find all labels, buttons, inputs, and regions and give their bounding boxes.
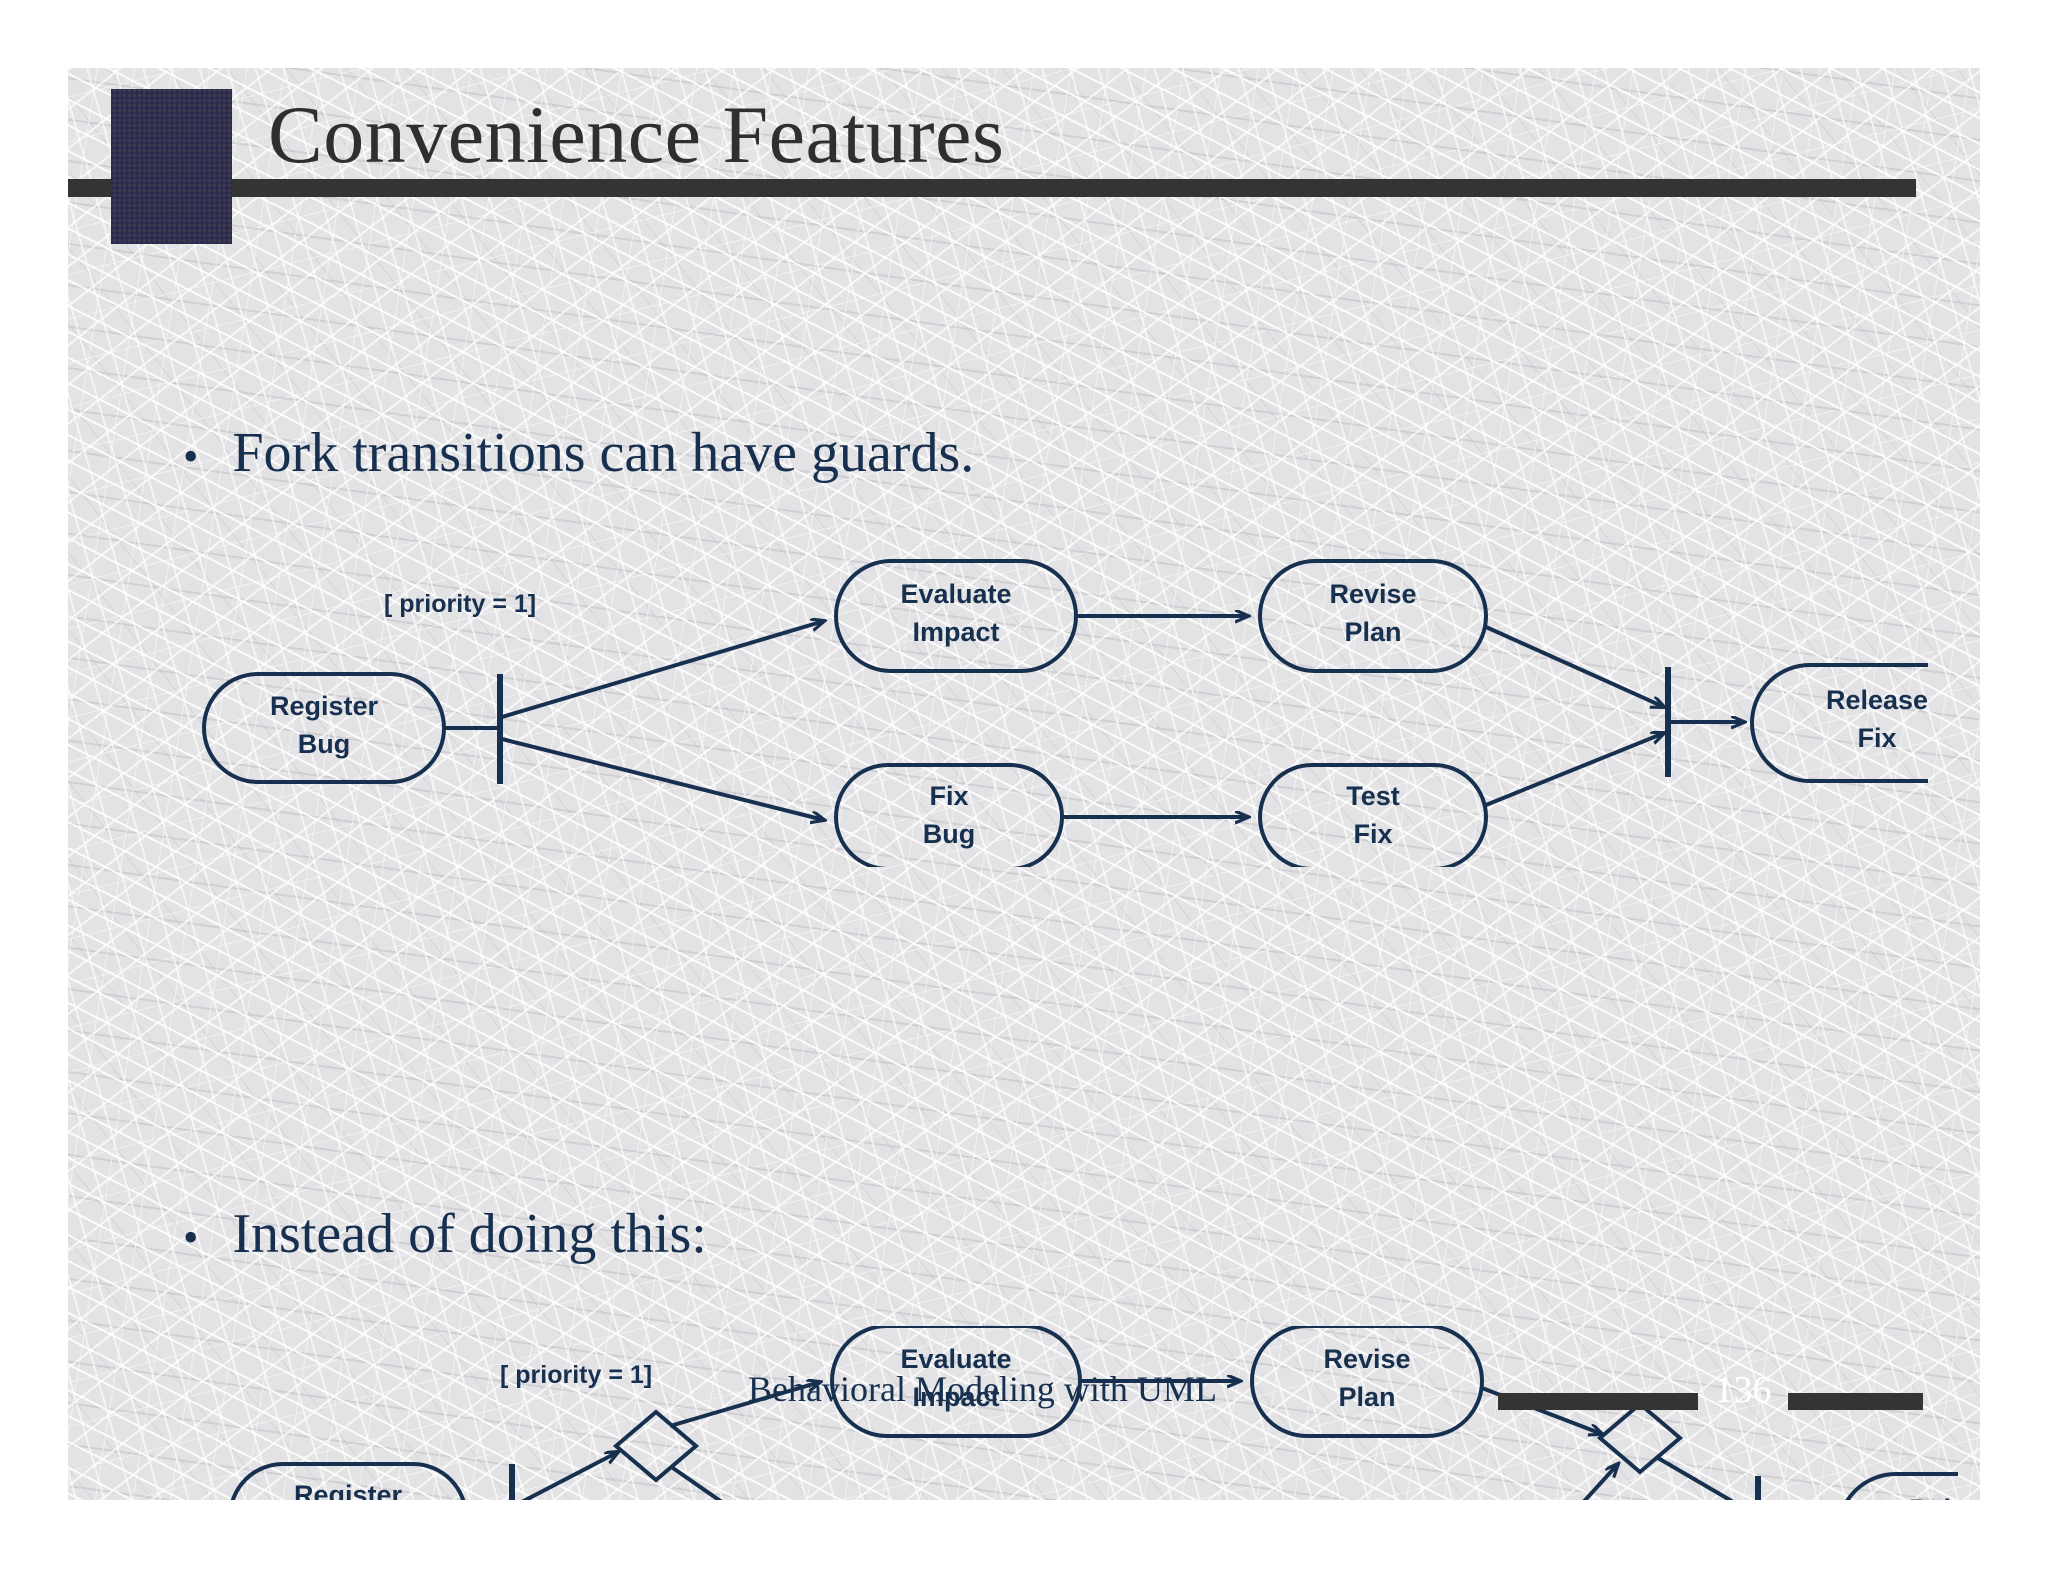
node-label-line1: Register [270,691,379,721]
node-release-fix: Release Fix [1845,1472,1980,1500]
edge-merge-to-join [1656,1456,1734,1500]
node-label-line2: Bug [298,729,350,759]
node-label-line2: Impact [912,617,999,647]
edge-fork-to-fix-bug [501,737,824,820]
merge-diamond [1596,1401,1684,1475]
node-label-line1: Fix [929,781,968,811]
footer-caption: Behavioral Modeling with UML [748,1369,1217,1409]
node-label-line2: Plan [1338,1382,1395,1412]
bullet-marker-icon: • [183,432,199,481]
node-label-line2: Impact [912,1382,999,1412]
guard-label-priority: [ priority = 1] [384,590,536,618]
node-label-line1: Evaluate [900,1344,1011,1374]
node-label-line1: Revise [1323,1344,1410,1374]
header-decoration-square [111,89,232,244]
node-label-line1: Register [294,1480,403,1500]
node-register-bug: Register Bug [202,672,446,784]
edge-decision-else-to-merge [668,1464,723,1500]
node-revise-plan: Revise Plan [1258,559,1488,673]
page-number: 136 [1714,1369,1772,1411]
edge-else-arrow-to-merge [1582,1464,1618,1500]
edge-fork-to-evaluate-impact [501,621,824,719]
node-label-line1: Evaluate [900,579,1011,609]
node-evaluate-impact: Evaluate Impact [834,559,1078,673]
node-test-fix: Test Fix [1258,763,1488,871]
node-label-line2: Plan [1344,617,1401,647]
activity-diagram-with-decision-diamonds: Register Bug [ priority = 1] [else] Eval… [218,1324,1980,1500]
node-release-fix: Release Fix [1750,663,1980,783]
guard-label-priority: [ priority = 1] [500,1361,652,1389]
edge-testfix-to-join [1485,733,1664,807]
node-revise-plan: Revise Plan [1250,1324,1484,1438]
node-label-line1: Release [1909,1494,1958,1500]
edge-fork-to-decision [521,1452,618,1500]
node-fix-bug: Fix Bug [834,763,1064,871]
bullet-text-2: Instead of doing this: [232,1203,707,1265]
bullet-text-1: Fork transitions can have guards. [232,422,975,484]
bullet-item-2: • Instead of doing this: [183,1202,1980,1266]
footer-rule-left [1498,1393,1698,1410]
footer-rule-right [1788,1393,1923,1410]
bullet-item-1: • Fork transitions can have guards. [183,421,1980,485]
node-label-line1: Release [1826,685,1928,715]
slide-canvas: Convenience Features • Fork transitions … [68,68,1980,1500]
edge-revise-to-join [1485,625,1664,707]
node-register-bug: Register Bug [230,1462,466,1500]
node-label-line1: Test [1346,781,1400,811]
page-title: Convenience Features [268,89,1005,180]
node-label-line1: Revise [1329,579,1416,609]
activity-diagram-fork-with-guard: Register Bug [ priority = 1] Evaluate Im… [188,547,1980,871]
node-label-line2: Fix [1857,723,1896,753]
header-rule [232,179,1916,197]
edge-decision-to-evaluate [669,1382,820,1428]
node-label-line2: Fix [1353,819,1392,849]
header-bar-left-stub [68,179,111,197]
decision-diamond [612,1409,700,1483]
bullet-marker-icon: • [183,1213,199,1262]
node-label-line2: Bug [923,819,975,849]
